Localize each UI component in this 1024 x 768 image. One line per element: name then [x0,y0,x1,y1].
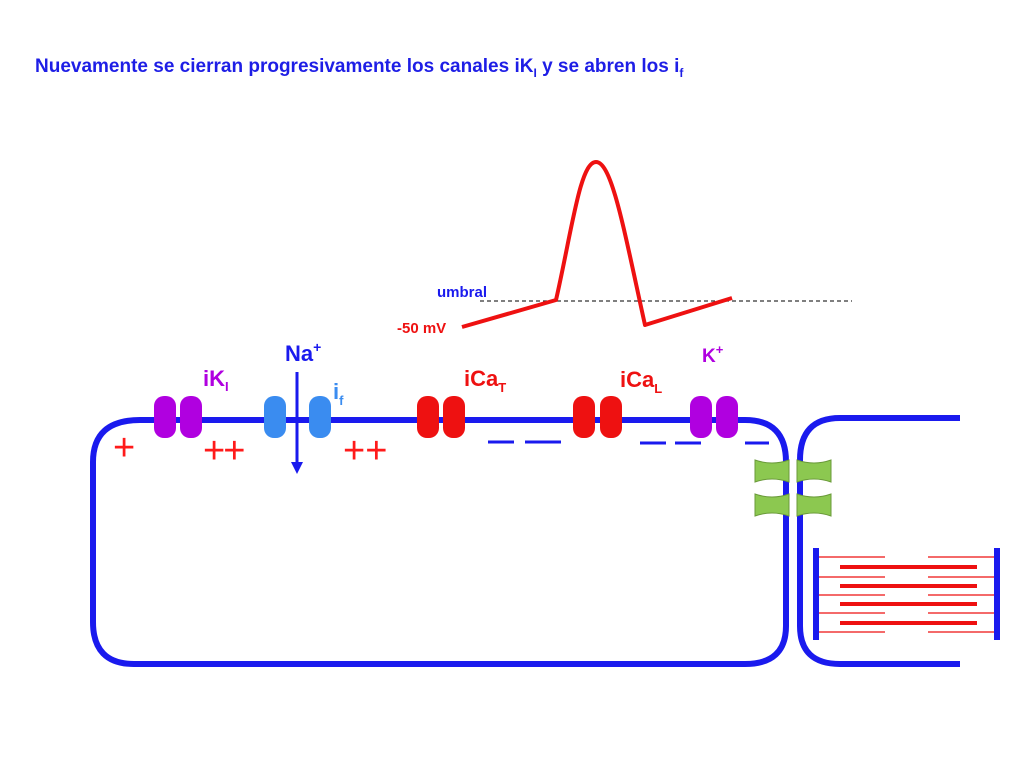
negative-charges [488,440,769,445]
ik1-channel [154,396,202,438]
neighbor-cell-membrane [797,415,960,667]
slide-title: Nuevamente se cierran progresivamente lo… [35,56,683,80]
action-potential-curve [461,160,733,329]
thick-filaments [840,565,977,625]
gap-junction [754,459,832,517]
k-channel [690,396,738,438]
icat-channel [417,396,465,438]
cell-membrane [90,417,789,667]
positive-charge-2: ++ [203,430,244,472]
icat-label: iCaT [464,366,506,395]
if-channel-right [309,396,331,438]
resting-potential-label: -50 mV [397,320,446,337]
if-channel-left [264,396,286,438]
ik1-label: iKI [203,366,229,394]
threshold-label: umbral [437,284,487,301]
title-part-2: y se abren los i [536,56,680,77]
title-sub-2: f [679,65,684,80]
k-label: K+ [702,342,724,367]
if-label: if [333,379,344,408]
thin-filaments [819,556,994,633]
na-label: Na+ [285,339,321,366]
na-influx-arrow-head [291,462,303,474]
title-part-1: Nuevamente se cierran progresivamente lo… [35,56,534,77]
ical-channel [573,396,622,438]
sarcomere [813,548,1000,640]
positive-charge-3: ++ [343,430,387,472]
positive-charge-1: + [113,427,135,469]
title-sub-1: I [533,65,537,80]
ical-label: iCaL [620,367,662,396]
